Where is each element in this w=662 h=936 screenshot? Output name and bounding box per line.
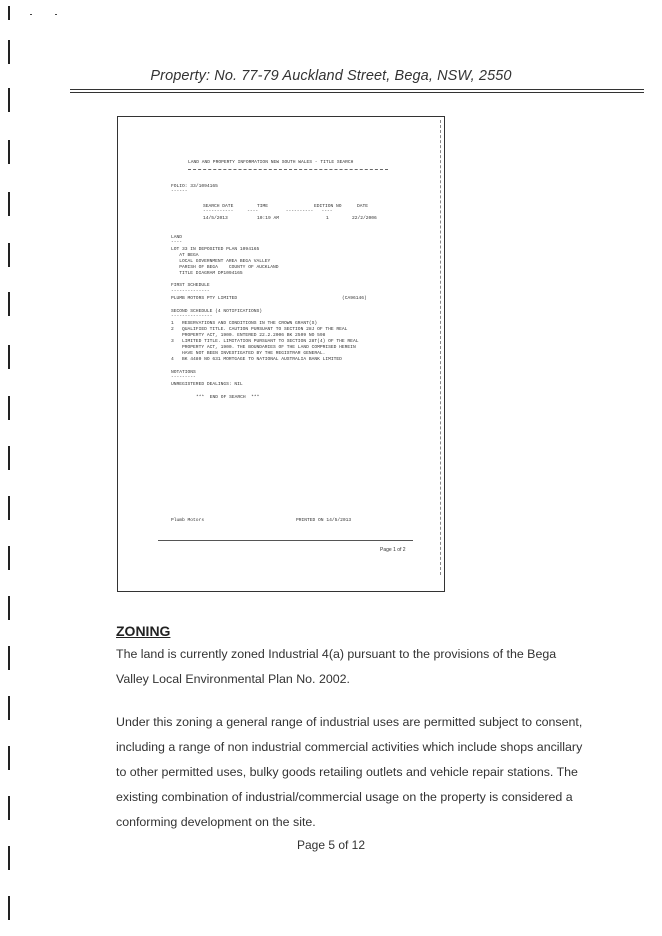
header-rule — [70, 89, 644, 90]
th-date: DATE — [357, 204, 369, 209]
schedule-line: PROPERTY ACT, 1900. THE BOUNDARIES OF TH… — [171, 345, 356, 350]
td-date: 22/2/2006 — [352, 216, 377, 221]
header-rule-double — [70, 92, 644, 93]
scan-footer-rule — [158, 540, 413, 541]
end-of-search: *** END OF SEARCH *** — [196, 395, 260, 400]
title-search-heading: LAND AND PROPERTY INFORMATION NEW SOUTH … — [188, 160, 354, 165]
land-line: PARISH OF BEGA COUNTY OF AUCKLAND — [171, 265, 279, 270]
notations-heading: NOTATIONS — [171, 370, 196, 375]
page-number: Page 5 of 12 — [296, 838, 366, 852]
heading-underline — [188, 169, 388, 170]
land-line: LOT 33 IN DEPOSITED PLAN 1094165 — [171, 247, 260, 252]
td-edition-no: 1 — [326, 216, 329, 221]
th-rules: ----------- ---- ---------- ---- — [203, 209, 333, 214]
schedule-line: HAVE NOT BEEN INVESTIGATED BY THE REGIST… — [171, 351, 326, 356]
folio-underline: ------ — [171, 189, 188, 194]
first-schedule-heading: FIRST SCHEDULE — [171, 283, 210, 288]
page-header-title: Property: No. 77-79 Auckland Street, Beg… — [150, 68, 512, 84]
unregistered-dealings: UNREGISTERED DEALINGS: NIL — [171, 382, 243, 387]
notations-underline: --------- — [171, 375, 196, 380]
title-search-scan — [117, 116, 445, 592]
land-line: LOCAL GOVERNMENT AREA BEGA VALLEY — [171, 259, 271, 264]
td-time: 10:19 AM — [257, 216, 280, 221]
second-schedule-heading: SECOND SCHEDULE (4 NOTIFICATIONS) — [171, 309, 262, 314]
zoning-heading: ZONING — [116, 623, 171, 639]
zoning-paragraph-1: The land is currently zoned Industrial 4… — [116, 647, 557, 686]
zoning-paragraph-2: Under this zoning a general range of ind… — [116, 715, 583, 829]
land-line: TITLE DIAGRAM DP1094165 — [171, 271, 243, 276]
folio-line: FOLIO: 33/1094165 — [171, 184, 218, 189]
land-underline: ---- — [171, 240, 183, 245]
second-schedule-underline: --------------- — [171, 314, 213, 319]
th-search-date: SEARCH DATE — [203, 204, 234, 209]
owner-name: PLUMB MOTORS PTY LIMITED — [171, 296, 238, 301]
th-time: TIME — [257, 204, 269, 209]
scan-footer-right: PRINTED ON 14/5/2013 — [296, 518, 352, 523]
land-line: AT BEGA — [171, 253, 199, 258]
schedule-line: 2 QUALIFIED TITLE. CAUTION PURSUANT TO S… — [171, 327, 348, 332]
scan-footer-left: Plumb Motors — [171, 518, 205, 523]
schedule-line: PROPERTY ACT, 1900. ENTERED 22.2.2006 BK… — [171, 333, 326, 338]
owner-ref: (CA96146) — [342, 296, 367, 301]
schedule-line: 4 BK 4480 NO 631 MORTGAGE TO NATIONAL AU… — [171, 357, 342, 362]
first-schedule-underline: -------------- — [171, 289, 210, 294]
schedule-line: 1 RESERVATIONS AND CONDITIONS IN THE CRO… — [171, 321, 318, 326]
th-edition-no: EDITION NO — [314, 204, 342, 209]
schedule-line: 3 LIMITED TITLE. LIMITATION PURSUANT TO … — [171, 339, 359, 344]
scan-page-of: Page 1 of 2 — [380, 547, 406, 553]
land-heading: LAND — [171, 235, 183, 240]
scan-dashed-edge — [440, 120, 442, 575]
td-search-date: 14/5/2013 — [203, 216, 228, 221]
